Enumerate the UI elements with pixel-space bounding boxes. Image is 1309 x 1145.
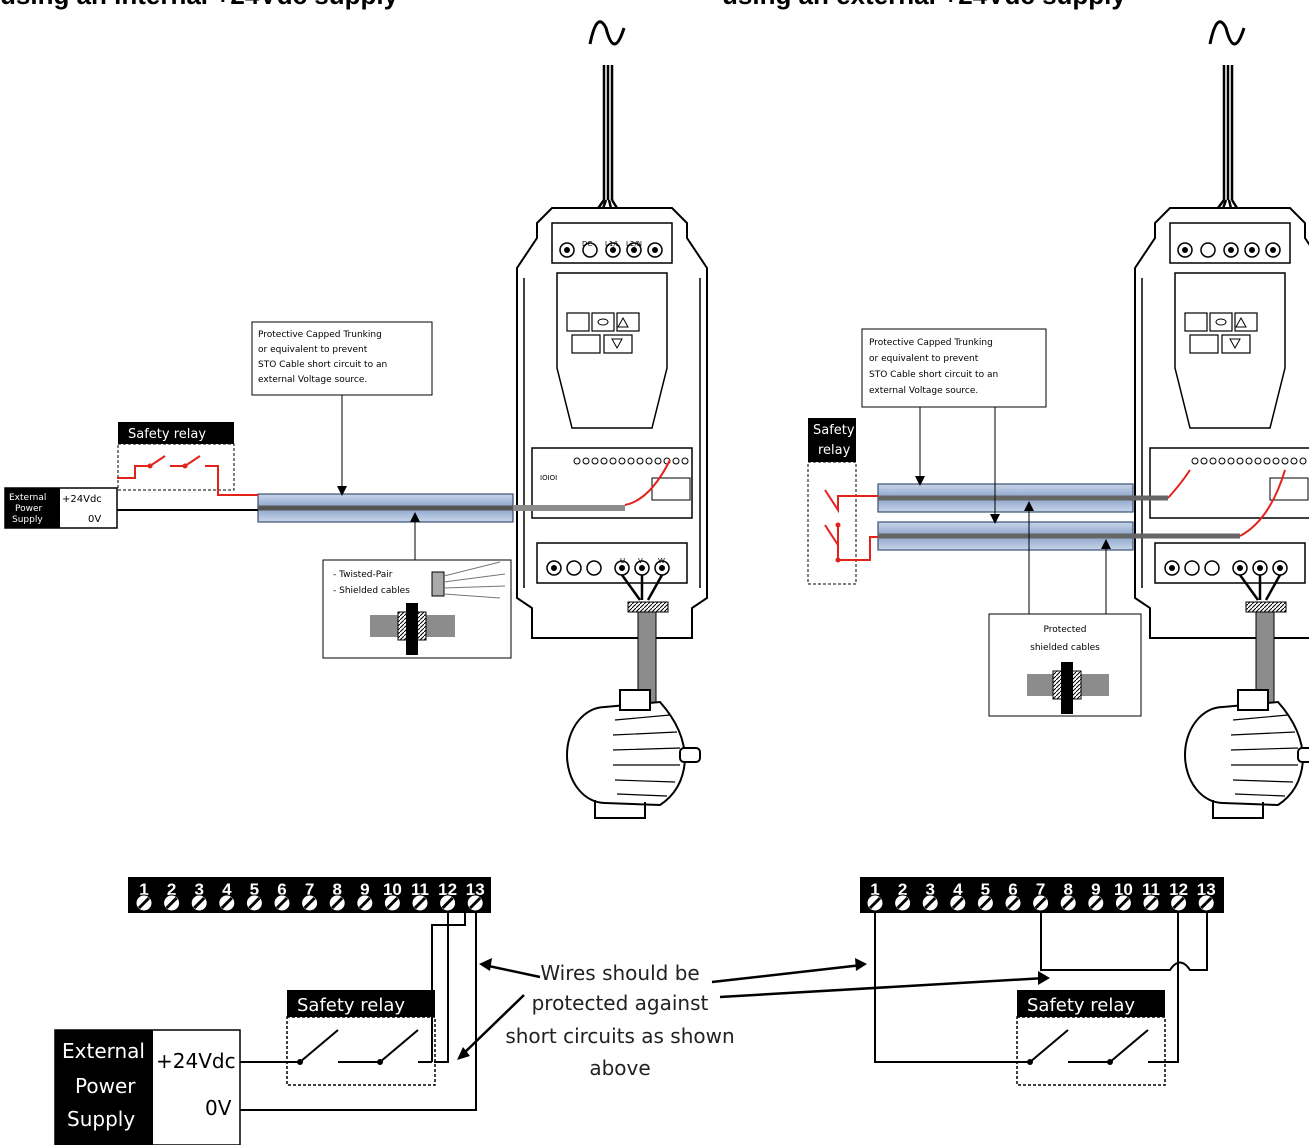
- drive-power-terminal: L1/L: [605, 240, 620, 248]
- drive-motor-terminal: U: [620, 557, 625, 565]
- drive-left: [516, 207, 708, 639]
- terminal-number: 12: [438, 880, 457, 899]
- terminal-screw-slot: [193, 896, 206, 910]
- terminal-number: 13: [466, 880, 485, 899]
- safety-relay-bottom-left: [286, 1016, 436, 1086]
- terminal-screw-slot: [248, 896, 261, 910]
- safety-relay-bottom-right: [1016, 1016, 1166, 1086]
- drive-right: [1134, 207, 1309, 639]
- terminal-number: 11: [411, 880, 429, 899]
- terminal-number: 9: [1091, 880, 1100, 899]
- drive-motor-terminal: W: [658, 557, 665, 565]
- terminal-number: 7: [1036, 880, 1045, 899]
- terminal-screw-slot: [165, 896, 178, 910]
- terminal-screw-slot: [275, 896, 289, 910]
- terminal-screw-slot: [951, 896, 964, 910]
- terminal-screw-slot: [924, 896, 937, 910]
- terminal-screw-slot: [1144, 896, 1158, 910]
- terminal-number: 10: [383, 880, 402, 899]
- terminal-number: 8: [332, 880, 341, 899]
- terminal-number: 6: [277, 880, 286, 899]
- terminal-screw-slot: [220, 896, 233, 910]
- terminal-number: 3: [925, 880, 934, 899]
- safety-relay-label: Safety relay: [297, 995, 405, 1016]
- terminal-number: 9: [360, 880, 369, 899]
- safety-relay-label: Safety relay: [128, 427, 206, 442]
- terminal-number: 8: [1063, 880, 1072, 899]
- terminal-screw-slot: [469, 896, 482, 910]
- drive-io-label: IOIOI: [540, 474, 557, 482]
- terminal-screw-slot: [1200, 896, 1213, 910]
- terminal-number: 2: [898, 880, 907, 899]
- terminal-screw-slot: [896, 896, 909, 910]
- terminal-screw-slot: [413, 896, 427, 910]
- motor-icon: [1184, 689, 1309, 819]
- drive-power-terminal: L2/N: [626, 240, 642, 248]
- v0-label: 0V: [88, 514, 101, 525]
- terminal-screw-slot: [331, 896, 344, 910]
- terminal-number: 4: [953, 880, 963, 899]
- terminal-number: 6: [1008, 880, 1017, 899]
- right-heading: using an external +24Vdc supply: [722, 0, 1126, 10]
- terminal-number: 2: [167, 880, 176, 899]
- terminal-number: 5: [250, 880, 259, 899]
- terminal-number: 7: [305, 880, 314, 899]
- terminal-number: 5: [981, 880, 990, 899]
- v24-label: +24Vdc: [156, 1049, 236, 1073]
- terminal-screw-slot: [1089, 896, 1102, 910]
- terminal-screw-slot: [386, 896, 399, 910]
- terminal-screw-slot: [137, 896, 151, 910]
- terminal-screw-slot: [979, 896, 992, 910]
- terminal-screw-slot: [868, 896, 882, 910]
- safety-relay-left: [117, 443, 235, 491]
- ac-sine-icon: [1208, 20, 1246, 46]
- terminal-screw-slot: [1034, 896, 1047, 910]
- terminal-screw-slot: [358, 896, 371, 910]
- terminal-number: 10: [1114, 880, 1133, 899]
- terminal-screw-slot: [1117, 896, 1130, 910]
- drive-power-terminal: DC: [582, 240, 592, 248]
- terminal-number: 4: [222, 880, 232, 899]
- terminal-number: 13: [1197, 880, 1216, 899]
- callout-trunking-right: [861, 328, 1047, 408]
- terminal-number: 1: [870, 880, 879, 899]
- terminal-screw-slot: [1172, 896, 1185, 910]
- terminal-number: 3: [194, 880, 203, 899]
- terminal-screw-slot: [1062, 896, 1075, 910]
- v24-label: +24Vdc: [62, 494, 102, 505]
- motor-icon: [566, 689, 701, 819]
- safety-relay-label: Safety relay: [1027, 995, 1135, 1016]
- v0-label: 0V: [205, 1096, 232, 1120]
- ac-sine-icon: [588, 20, 626, 46]
- safety-relay-right: [807, 461, 857, 585]
- terminal-screw-slot: [441, 896, 454, 910]
- terminal-screw-slot: [1006, 896, 1020, 910]
- left-heading: using an internal +24Vdc supply: [0, 0, 399, 10]
- drive-motor-terminal: V: [638, 557, 643, 565]
- svg-text:- Twisted-Pair- Shielded cable: - Twisted-Pair- Shielded cables: [333, 570, 410, 596]
- terminal-number: 1: [139, 880, 148, 899]
- terminal-number: 11: [1142, 880, 1160, 899]
- terminal-screw-slot: [303, 896, 316, 910]
- terminal-number: 12: [1169, 880, 1188, 899]
